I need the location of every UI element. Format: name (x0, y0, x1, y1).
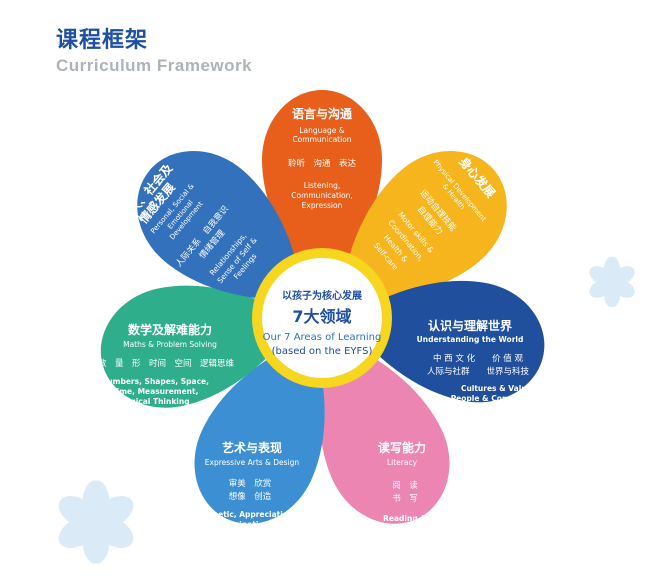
literacy-title-en: Literacy (387, 458, 418, 467)
world-skills: 人际与社群 世界与科技 (427, 366, 530, 377)
page-subtitle: Curriculum Framework (56, 56, 253, 75)
arts-title-en: Expressive Arts & Design (205, 458, 300, 467)
literacy-outcome: Writing (389, 524, 420, 533)
language-title-cn: 语言与沟通 (292, 106, 352, 121)
arts-outcome: Creativity (224, 530, 266, 539)
language-title-en: Communication (292, 135, 351, 144)
language-title-en: Language & (299, 126, 344, 135)
center-line-cn: 以孩子为核心发展 (282, 289, 362, 302)
maths-outcome: Numbers, Shapes, Space, (101, 377, 209, 386)
arts-outcome: Aesthetic, Appreciation, (194, 510, 296, 519)
literacy-title-cn: 读写能力 (378, 440, 426, 455)
maths-title-cn: 数学及解难能力 (128, 322, 212, 337)
world-outcome: People & Communities, (451, 394, 550, 403)
world-title-en: Understanding the World (417, 335, 524, 344)
area-arts: 艺术与表现 Expressive Arts & Design 审美 欣赏 想像 … (194, 440, 300, 539)
center-line-count: 7大领域 (292, 307, 351, 326)
world-skills: 中 西 文 化 价 值 观 (433, 353, 524, 364)
world-outcome: The World, (477, 404, 523, 413)
world-title-cn: 认识与理解世界 (428, 318, 512, 333)
maths-outcome: Logical Thinking (120, 397, 189, 406)
arts-outcome: Imagination, (218, 520, 272, 529)
arts-skills: 审美 欣赏 (229, 478, 272, 489)
literacy-skills: 书 写 (392, 493, 418, 504)
center-line-en: Our 7 Areas of Learning (263, 332, 382, 343)
language-outcome: Expression (302, 201, 343, 210)
arts-skills: 想像 创造 (229, 491, 272, 502)
center-line-eyfs: (based on the EYFS) (272, 346, 373, 357)
area-maths: 数学及解难能力 Maths & Problem Solving 数 量 形 时间… (98, 322, 235, 406)
language-outcome: Communication, (291, 191, 353, 200)
arts-title-cn: 艺术与表现 (222, 440, 282, 455)
world-outcome: Cultures & Values, (461, 384, 539, 393)
area-world: 认识与理解世界 Understanding the World 中 西 文 化 … (417, 318, 550, 423)
maths-skills: 数 量 形 时间 空间 逻辑思维 (98, 358, 235, 369)
literacy-outcome: Reading & (383, 514, 427, 523)
maths-title-en: Maths & Problem Solving (123, 340, 217, 349)
world-outcome: Technology (476, 414, 524, 423)
decorative-flower-icon (586, 256, 638, 308)
area-language: 语言与沟通 Language & Communication 聆听 沟通 表达 … (288, 106, 357, 210)
area-literacy: 读写能力 Literacy 阅 读 书 写 Reading & Writing (378, 440, 427, 533)
literacy-skills: 阅 读 (392, 480, 418, 491)
maths-outcome: Time, Measurement, (112, 387, 199, 396)
language-skills: 聆听 沟通 表达 (288, 158, 357, 169)
center-disc (262, 258, 382, 378)
language-outcome: Listening, (304, 181, 340, 190)
decorative-flower-icon (53, 480, 139, 564)
page-title: 课程框架 (56, 28, 149, 53)
